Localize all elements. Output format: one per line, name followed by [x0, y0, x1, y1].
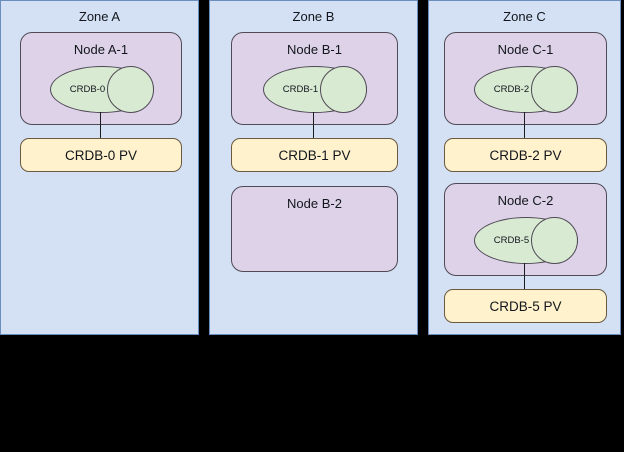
zone-label-c: Zone C — [503, 9, 546, 24]
connector-c-1 — [524, 112, 526, 138]
pod-cylinder-crdb-5: CRDB-5 — [474, 217, 578, 264]
zone-label-a: Zone A — [78, 9, 121, 24]
pod-cylinder-crdb-0: CRDB-0 — [50, 66, 154, 113]
zone-container-b: Zone B Node B-1 CRDB-1 CRDB-1 PV Node B-… — [209, 0, 418, 335]
pv-label-crdb-5: CRDB-5 PV — [489, 298, 562, 314]
node-container-b-1: Node B-1 CRDB-1 — [231, 32, 398, 125]
node-label-b-1: Node B-1 — [287, 42, 342, 57]
pod-label-crdb-5: CRDB-5 — [493, 235, 530, 246]
pod-cylinder-crdb-2: CRDB-2 — [474, 66, 578, 113]
cylinder-cap — [320, 66, 367, 113]
zone-container-a: Zone A Node A-1 CRDB-0 CRDB-0 PV — [0, 0, 199, 335]
pv-label-crdb-0: CRDB-0 PV — [64, 147, 137, 163]
zone-container-c: Zone C Node C-1 CRDB-2 CRDB-2 PV Node C-… — [428, 0, 621, 335]
connector-a-1 — [100, 112, 102, 138]
pv-box-crdb-0: CRDB-0 PV — [20, 138, 182, 172]
node-container-c-1: Node C-1 CRDB-2 — [444, 32, 607, 125]
pv-box-crdb-5: CRDB-5 PV — [444, 289, 607, 323]
node-label-c-1: Node C-1 — [497, 42, 554, 57]
pod-label-crdb-2: CRDB-2 — [493, 84, 530, 95]
node-label-b-2: Node B-2 — [287, 196, 342, 211]
cylinder-cap — [107, 66, 154, 113]
connector-c-2 — [524, 263, 526, 289]
cylinder-cap — [531, 66, 578, 113]
pod-cylinder-crdb-1: CRDB-1 — [263, 66, 367, 113]
pv-label-crdb-1: CRDB-1 PV — [278, 147, 351, 163]
node-container-b-2: Node B-2 — [231, 186, 398, 272]
node-container-a-1: Node A-1 CRDB-0 — [20, 32, 182, 125]
pod-label-crdb-0: CRDB-0 — [69, 84, 106, 95]
node-container-c-2: Node C-2 CRDB-5 — [444, 183, 607, 276]
pod-label-crdb-1: CRDB-1 — [282, 84, 319, 95]
pv-label-crdb-2: CRDB-2 PV — [489, 147, 562, 163]
node-label-c-2: Node C-2 — [497, 193, 554, 208]
pv-box-crdb-1: CRDB-1 PV — [231, 138, 398, 172]
pv-box-crdb-2: CRDB-2 PV — [444, 138, 607, 172]
cylinder-cap — [531, 217, 578, 264]
connector-b-1 — [313, 112, 315, 138]
node-label-a-1: Node A-1 — [73, 42, 129, 57]
zone-label-b: Zone B — [292, 9, 335, 24]
